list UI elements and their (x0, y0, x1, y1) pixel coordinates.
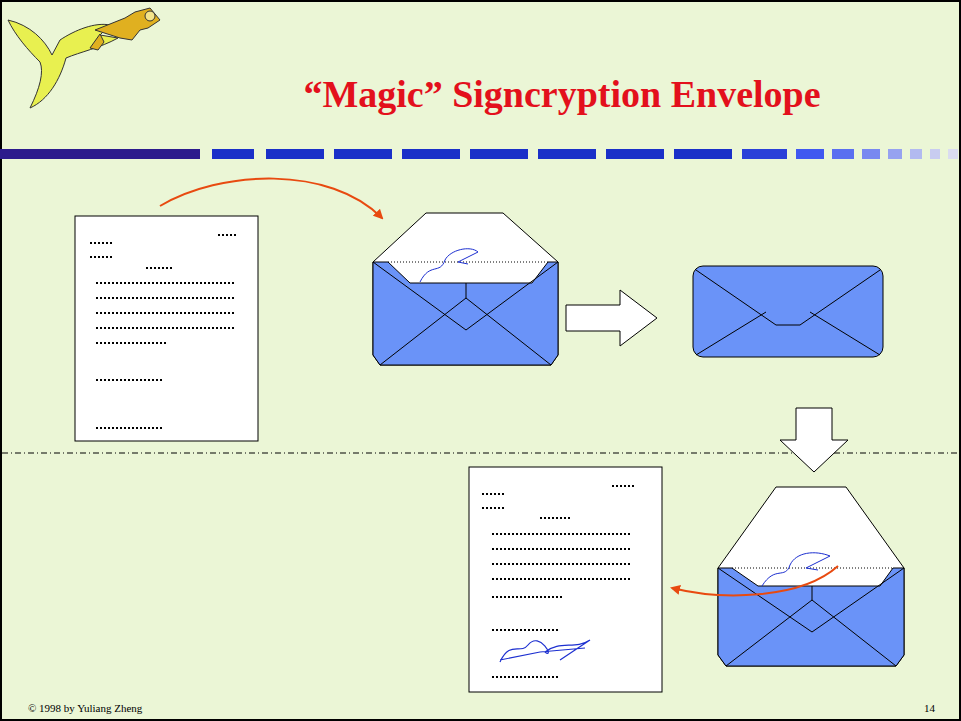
header-bar (0, 149, 200, 159)
header-bar (888, 149, 902, 159)
header-bar (538, 149, 596, 159)
header-bar (910, 149, 922, 159)
header-bar (334, 149, 392, 159)
page-number: 14 (924, 702, 935, 714)
header-bar (930, 149, 940, 159)
header-bar (212, 149, 254, 159)
header-bar (266, 149, 324, 159)
header-bar (470, 149, 528, 159)
header-bar (862, 149, 880, 159)
header-bar (796, 149, 824, 159)
header-bar (742, 149, 787, 159)
header-bar (402, 149, 460, 159)
copyright-note: © 1998 by Yuliang Zheng (28, 702, 142, 714)
header-bar (832, 149, 854, 159)
header-bar (606, 149, 664, 159)
slide-title: “Magic” Signcryption Envelope (303, 72, 820, 116)
header-bar (948, 149, 958, 159)
header-bar (674, 149, 732, 159)
